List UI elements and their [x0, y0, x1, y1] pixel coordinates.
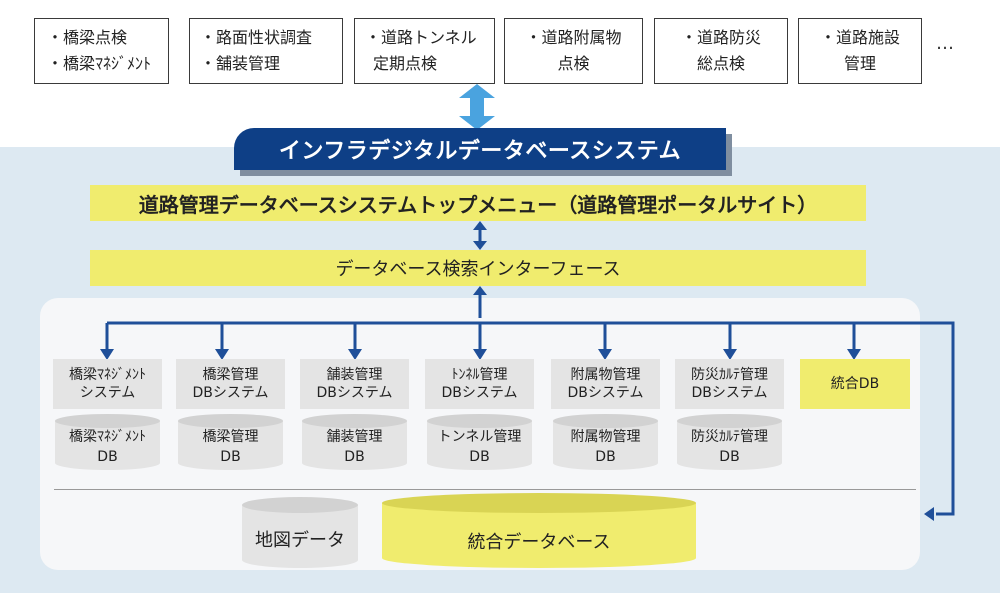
db-cylinder-accessories: 附属物管理 DB	[551, 413, 660, 471]
db-cylinder-disaster-karte: 防災ｶﾙﾃ管理 DB	[675, 413, 784, 471]
integrated-db-label: 統合DB	[830, 376, 880, 392]
db-label: DB	[97, 449, 118, 465]
category-tunnel-inspection: ・道路トンネル 定期点検	[354, 18, 495, 84]
search-interface-bar[interactable]: データベース検索インターフェース	[90, 250, 866, 286]
map-data-cylinder: 地図データ	[240, 496, 360, 570]
system-label: 防災ｶﾙﾃ管理	[691, 367, 768, 383]
category-road-accessories: ・道路附属物 点検	[504, 18, 643, 84]
menu-search-arrow-icon	[473, 221, 487, 250]
db-cylinder-pavement: 舗装管理 DB	[300, 413, 409, 471]
db-label: 橋梁管理	[202, 429, 259, 445]
category-line: 点検	[557, 54, 590, 73]
panel-separator	[54, 489, 916, 490]
db-cylinder-bridge: 橋梁管理 DB	[176, 413, 285, 471]
category-line: ・路面性状調査	[200, 28, 313, 47]
system-label: DBシステム	[192, 385, 269, 401]
database-icon	[382, 493, 696, 568]
database-icon	[553, 414, 658, 470]
database-icon	[677, 414, 782, 470]
database-icon	[178, 414, 283, 470]
top-menu-label: 道路管理データベースシステムトップメニュー（道路管理ポータルサイト）	[138, 192, 818, 217]
system-box-accessories-db[interactable]: 附属物管理 DBシステム	[551, 359, 660, 409]
system-box-tunnel-db[interactable]: ﾄﾝﾈﾙ管理 DBシステム	[425, 359, 534, 409]
db-label: 橋梁ﾏﾈｼﾞﾒﾝﾄ	[69, 429, 146, 445]
system-box-disaster-karte-db[interactable]: 防災ｶﾙﾃ管理 DBシステム	[675, 359, 784, 409]
category-line: ・道路施設	[819, 28, 900, 47]
banner-title: インフラデジタルデータベースシステム	[278, 139, 682, 164]
database-icon	[55, 414, 160, 470]
system-box-bridge-db[interactable]: 橋梁管理 DBシステム	[176, 359, 285, 409]
category-road-disaster-prevention: ・道路防災 総点検	[654, 18, 788, 84]
db-label: 附属物管理	[570, 429, 641, 445]
category-line: 管理	[843, 54, 876, 73]
category-line: ・道路トンネル	[365, 28, 477, 47]
integrated-database-cylinder: 統合データベース	[380, 492, 698, 570]
category-road-facilities: ・道路施設 管理	[798, 18, 922, 84]
bidirectional-arrow-icon	[459, 84, 495, 130]
system-label: システム	[79, 385, 136, 401]
integrated-db-arrow-icon	[924, 507, 934, 521]
db-label: 防災ｶﾙﾃ管理	[691, 429, 768, 445]
system-box-pavement-db[interactable]: 舗装管理 DBシステム	[300, 359, 409, 409]
category-line: 定期点検	[373, 54, 438, 73]
system-down-arrows	[100, 323, 861, 360]
category-line: ・橋梁ﾏﾈｼﾞﾒﾝﾄ	[47, 54, 152, 73]
category-line: ・橋梁点検	[47, 28, 128, 47]
system-label: 橋梁管理	[202, 367, 259, 383]
category-line: 総点検	[696, 54, 745, 73]
system-label: DBシステム	[441, 385, 518, 401]
db-cylinder-tunnel: トンネル管理 DB	[425, 413, 534, 471]
more-categories-ellipsis: …	[936, 33, 954, 54]
db-label: DB	[220, 449, 241, 465]
database-icon	[427, 414, 532, 470]
category-bridge-inspection: ・橋梁点検 ・橋梁ﾏﾈｼﾞﾒﾝﾄ	[34, 18, 169, 84]
system-label: 舗装管理	[326, 367, 383, 383]
category-pavement-survey: ・路面性状調査 ・舗装管理	[189, 18, 343, 84]
category-line: ・舗装管理	[200, 54, 281, 73]
infra-digital-database-system-banner: インフラデジタルデータベースシステム	[234, 128, 726, 170]
distribution-line	[107, 321, 955, 516]
db-label: 舗装管理	[326, 429, 383, 445]
system-label: DBシステム	[316, 385, 393, 401]
system-label: 橋梁ﾏﾈｼﾞﾒﾝﾄ	[69, 367, 146, 383]
integrated-database-label: 統合データベース	[467, 532, 611, 553]
db-label: DB	[719, 449, 740, 465]
integrated-db-box[interactable]: 統合DB	[800, 359, 910, 409]
system-label: ﾄﾝﾈﾙ管理	[451, 367, 508, 383]
search-distribution-arrow-icon	[473, 286, 487, 318]
db-label: DB	[469, 449, 490, 465]
system-label: DBシステム	[567, 385, 644, 401]
top-menu-bar[interactable]: 道路管理データベースシステムトップメニュー（道路管理ポータルサイト）	[90, 185, 866, 221]
db-label: トンネル管理	[437, 429, 522, 445]
search-interface-label: データベース検索インターフェース	[335, 259, 621, 280]
category-line: ・道路防災	[680, 28, 761, 47]
system-label: 附属物管理	[570, 367, 641, 383]
database-icon	[302, 414, 407, 470]
system-label: DBシステム	[691, 385, 768, 401]
db-cylinder-bridge-management: 橋梁ﾏﾈｼﾞﾒﾝﾄ DB	[53, 413, 162, 471]
db-label: DB	[595, 449, 616, 465]
category-line: ・道路附属物	[525, 28, 622, 47]
system-box-bridge-management[interactable]: 橋梁ﾏﾈｼﾞﾒﾝﾄ システム	[53, 359, 162, 409]
db-label: DB	[344, 449, 365, 465]
map-data-label: 地図データ	[255, 530, 345, 551]
database-icon	[242, 497, 358, 568]
